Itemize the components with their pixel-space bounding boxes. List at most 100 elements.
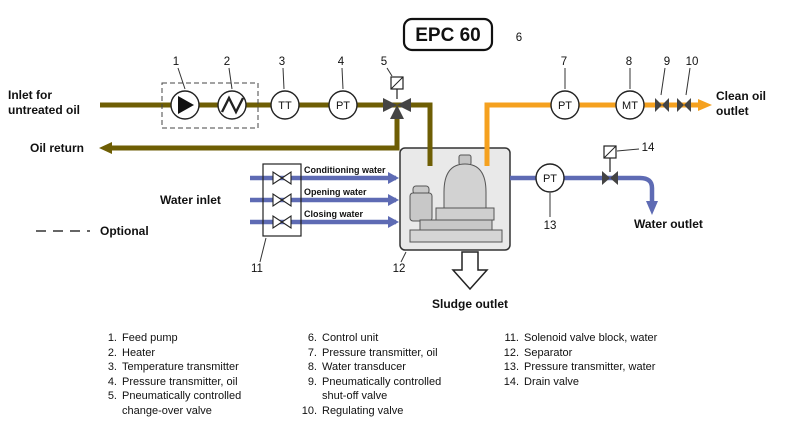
legend-item: 9. Pneumatically controlled shut-off valv…: [293, 375, 498, 404]
water-inlet-label: Water inlet: [160, 193, 221, 207]
legend-item: 3. Temperature transmitter: [93, 360, 293, 375]
legend-item: 8. Water transducer: [293, 360, 498, 375]
legend-item: 2. Heater: [93, 346, 293, 361]
legend-item-text: Pneumatically controlled change-over val…: [122, 390, 242, 417]
callout-1: 1: [173, 56, 179, 68]
sludge-outlet-label: Sludge outlet: [432, 297, 508, 311]
legend-item-number: 11.: [504, 332, 519, 344]
control-unit-title: EPC 60: [415, 25, 480, 46]
callout-14: 14: [642, 142, 655, 154]
water-outlet-label: Water outlet: [634, 217, 703, 231]
feed-pump: [170, 90, 200, 120]
legend-item-number: 4.: [107, 375, 117, 388]
callout-7: 7: [561, 56, 567, 68]
legend-item: 6. Control unit: [293, 331, 498, 346]
callout-8: 8: [626, 56, 632, 68]
callout-10: 10: [686, 56, 699, 68]
legend-item-number: 1.: [107, 332, 117, 344]
legend-item-number: 9.: [307, 375, 317, 388]
callout-leaders: [177, 67, 691, 263]
oil-return-arrowhead: [99, 142, 112, 154]
water-outlet-arrowhead: [646, 201, 658, 215]
legend-item-number: 12.: [503, 346, 519, 359]
water-outlet-line: [510, 175, 658, 215]
legend-column-3: 11. Solenoid valve block, water 12. Separa…: [495, 331, 750, 389]
mt-label: MT: [622, 100, 638, 112]
callout-4: 4: [338, 56, 345, 68]
legend-column-2: 6. Control unit 7. Pressure transmitter, o…: [293, 331, 498, 418]
legend-item-text: Drain valve: [524, 375, 580, 388]
pressure-transmitter-water: PT: [535, 163, 565, 193]
legend-item-text: Temperature transmitter: [122, 361, 239, 373]
legend-item-text: Regulating valve: [322, 404, 404, 417]
callout-12: 12: [393, 263, 406, 275]
clean-oil-label-line1: Clean oil: [716, 89, 766, 103]
legend-item-number: 8.: [307, 361, 317, 373]
heater: [217, 90, 247, 120]
legend-item-number: 13.: [503, 361, 519, 373]
legend-item: 12. Separator: [495, 346, 750, 361]
callout-2: 2: [224, 56, 230, 68]
conditioning-water-label: Conditioning water: [304, 165, 386, 175]
water-transducer: MT: [615, 90, 645, 120]
legend-column-1: 1. Feed pump 2. Heater 3. Temperature trans…: [93, 331, 293, 418]
pressure-transmitter-oil: PT: [328, 90, 358, 120]
regulating-valve: [677, 98, 691, 112]
legend-item-text: Pressure transmitter, water: [524, 361, 656, 373]
pressure-transmitter-clean-oil: PT: [550, 90, 580, 120]
water-inlet-lines: [250, 172, 399, 228]
clean-oil-label-line2: outlet: [716, 104, 749, 118]
tt-label: TT: [278, 100, 292, 112]
flow-labels: Inlet for untreated oil Oil return Water…: [8, 88, 766, 311]
legend-item-text: Pneumatically controlled shut-off valve: [322, 375, 442, 403]
legend-item: 7. Pressure transmitter, oil: [293, 346, 498, 361]
drain-valve: [602, 145, 618, 185]
callout-numbers: 1 2 3 4 5 6 7 8 9 10 11 12 13 14: [173, 32, 699, 275]
legend-item-text: Feed pump: [122, 332, 178, 344]
callout-9: 9: [664, 56, 670, 68]
temperature-transmitter: TT: [270, 90, 300, 120]
control-unit-box: EPC 60: [402, 17, 494, 52]
legend-item: 5. Pneumatically controlled change-over v…: [93, 389, 293, 418]
separator: [399, 147, 511, 251]
legend-item-number: 2.: [107, 346, 117, 359]
callout-13: 13: [544, 220, 557, 232]
legend-item-number: 3.: [107, 361, 117, 373]
legend-item-number: 6.: [307, 332, 317, 344]
legend-item-text: Pressure transmitter, oil: [322, 346, 438, 359]
legend-item-text: Heater: [122, 346, 156, 359]
optional-label: Optional: [100, 224, 149, 238]
callout-5: 5: [381, 56, 387, 68]
callout-6: 6: [516, 32, 522, 44]
legend-item-number: 5.: [107, 390, 117, 402]
legend-item: 1. Feed pump: [93, 331, 293, 346]
callout-11: 11: [251, 263, 263, 275]
legend-item: 4. Pressure transmitter, oil: [93, 375, 293, 390]
legend-item: 11. Solenoid valve block, water: [495, 331, 750, 346]
legend-item-text: Control unit: [322, 332, 379, 344]
pump-icon: [178, 96, 194, 114]
pt-water-label: PT: [543, 173, 557, 185]
legend-item-text: Water transducer: [322, 361, 406, 373]
solenoid-valve-block: [262, 163, 302, 237]
legend-item-text: Solenoid valve block, water: [524, 332, 658, 344]
opening-water-label: Opening water: [304, 187, 367, 197]
legend-item-text: Separator: [524, 346, 573, 359]
legend-item-text: Pressure transmitter, oil: [122, 375, 238, 388]
legend-item: 14. Drain valve: [495, 375, 750, 390]
legend-item-number: 14.: [503, 375, 519, 388]
legend-item-number: 7.: [307, 346, 317, 359]
callout-3: 3: [279, 56, 285, 68]
pt-oil-label: PT: [336, 100, 350, 112]
pt-clean-label: PT: [558, 100, 572, 112]
legend: 1. Feed pump 2. Heater 3. Temperature trans…: [0, 331, 785, 441]
closing-water-label: Closing water: [304, 209, 364, 219]
shut-off-valve: [655, 98, 669, 112]
inlet-label-line2: untreated oil: [8, 103, 80, 117]
untreated-oil-line: [99, 102, 433, 166]
process-diagram: TT PT PT MT: [8, 17, 766, 311]
legend-item-number: 10.: [301, 404, 317, 417]
inlet-label-line1: Inlet for: [8, 88, 52, 102]
legend-item: 10. Regulating valve: [293, 404, 498, 419]
oil-return-label: Oil return: [30, 141, 84, 155]
